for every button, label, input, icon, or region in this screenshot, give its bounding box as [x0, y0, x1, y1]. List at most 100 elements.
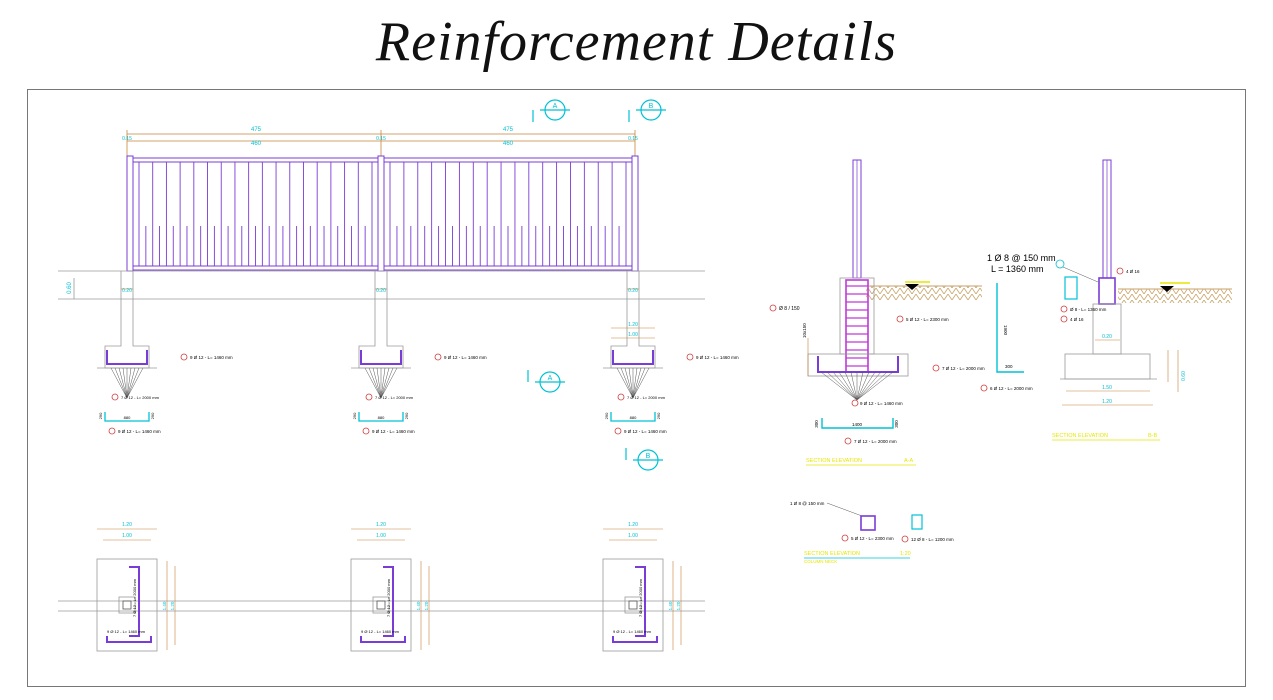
- fan-bar: [856, 371, 876, 401]
- plan-side-outer: 1.40: [162, 601, 167, 610]
- fan-bar: [838, 371, 858, 401]
- plan-dim-outer: 1.20: [376, 522, 386, 528]
- detail-stirrup-note: 1 Ø 8 @ 150 mm: [790, 501, 825, 506]
- hook-dim-mid: 1400: [852, 422, 863, 427]
- bar-top-label: 9 Ø 12 - L= 1460 mm: [696, 355, 739, 360]
- details-scale: 1:20: [900, 551, 911, 557]
- section-b-b: 1 Ø 8 @ 150 mm L = 1360 mm 4 Ø 16 Ø 8 - …: [987, 159, 1232, 441]
- bar-fan-label: 7 Ø 12 - L= 2000 mm: [121, 395, 160, 400]
- dim-total-2: 475: [503, 127, 514, 133]
- fan-bar: [856, 371, 888, 401]
- bar-top-label: 9 Ø 12 - L= 1460 mm: [444, 355, 487, 360]
- plan-bar-horizontal: 9 Ø 12 - L= 1460 mm: [361, 629, 400, 634]
- vert-dim-2: 300: [1005, 364, 1013, 369]
- plan-bar-horizontal: 9 Ø 12 - L= 1460 mm: [613, 629, 652, 634]
- hook-dim-left: 290: [98, 412, 103, 419]
- bar-details: 1 Ø 8 @ 150 mm 5 Ø 12 - L= 2300 mm 12 Ø …: [790, 501, 954, 564]
- section-a-marker: A: [553, 103, 558, 110]
- plan-bar-vertical: 7 Ø 12 - L= 2000 mm: [386, 578, 391, 617]
- bar-fan-label: 7 Ø 12 - L= 2000 mm: [375, 395, 414, 400]
- hook-dim-left: 300: [814, 420, 819, 428]
- detail-bar-small: 12 Ø 8 - L= 1200 mm: [911, 537, 954, 542]
- hook-dim-right: 300: [894, 420, 899, 428]
- bar-hook-label: 7 Ø 12 - L= 2000 mm: [854, 439, 897, 444]
- bar-bottom-label: 9 Ø 12 - L= 1460 mm: [624, 429, 667, 434]
- section-a-caption: SECTION ELEVATION: [806, 458, 862, 464]
- section-a-a: Ø 8 / 150 10x150 5 Ø 12 - L= 2300 mm 7 Ø…: [769, 159, 1033, 466]
- stirrup-title: 1 Ø 8 @ 150 mm: [987, 253, 1056, 263]
- neck-dim: 0.20: [376, 288, 386, 294]
- bar-bottom-label: 9 Ø 12 - L= 1460 mm: [372, 429, 415, 434]
- vert-dim: 1900: [1003, 325, 1008, 336]
- bar-fan-label: 7 Ø 12 - L= 2000 mm: [627, 395, 666, 400]
- dim-height: 0.60: [1181, 371, 1187, 381]
- bar-side-label: 6 Ø 12 - L= 2000 mm: [990, 386, 1033, 391]
- hook-dim-mid: 880: [378, 415, 385, 420]
- plan-side-outer: 1.40: [416, 601, 421, 610]
- bar-fan-label: 9 Ø 12 - L= 1460 mm: [860, 401, 903, 406]
- plan-bar-vertical: 7 Ø 12 - L= 2000 mm: [132, 578, 137, 617]
- plan-side-inner: 1.20: [676, 601, 681, 610]
- hook-dim-right: 290: [150, 412, 155, 419]
- dim-post-3: 0.15: [628, 136, 638, 142]
- fan-bar: [856, 371, 894, 401]
- footing-dim-outer: 1.20: [628, 322, 638, 328]
- bar-right-label: 7 Ø 12 - L= 2000 mm: [942, 366, 985, 371]
- plan-dim-inner: 1.00: [122, 533, 132, 539]
- details-caption: SECTION ELEVATION: [804, 551, 860, 557]
- hook-dim: 10x150: [802, 323, 807, 338]
- bar-col-label: 5 Ø 12 - L= 2300 mm: [906, 317, 949, 322]
- plan-dim-outer: 1.20: [122, 522, 132, 528]
- bar-a-label: 4 Ø 16: [1126, 269, 1140, 274]
- section-b-marker: B: [649, 103, 654, 110]
- fan-bar: [832, 371, 858, 401]
- hook-dim-mid: 880: [630, 415, 637, 420]
- bar-top-label: 9 Ø 12 - L= 1460 mm: [190, 355, 233, 360]
- drawing-frame: [27, 89, 1246, 687]
- footing-2: 0.20 9 Ø 12 - L= 1460 mm 7 Ø 12 - L= 2000 …: [351, 271, 487, 435]
- bar-c-label: 4 Ø 16: [1070, 317, 1084, 322]
- detail-bar-col: 5 Ø 12 - L= 2300 mm: [851, 536, 894, 541]
- fence-panels: [126, 155, 639, 272]
- page-title: Reinforcement Details: [375, 11, 898, 73]
- fan-bar: [856, 371, 870, 401]
- dim-clear-2: 460: [503, 141, 514, 147]
- hook-dim-mid: 880: [124, 415, 131, 420]
- dim-post-2: 0.15: [376, 136, 386, 142]
- section-a-marker-2: A: [548, 375, 553, 382]
- section-b-marker-2: B: [646, 453, 651, 460]
- fan-bar: [850, 371, 858, 401]
- bar-b-label: Ø 8 - L= 1360 mm: [1070, 307, 1107, 312]
- section-b-caption: SECTION ELEVATION: [1052, 433, 1108, 439]
- hook-dim-right: 290: [656, 412, 661, 419]
- fence-pickets: [138, 162, 627, 266]
- dim-clear-1: 460: [251, 141, 262, 147]
- hook-dim-left: 290: [604, 412, 609, 419]
- stirrup-label: Ø 8 / 150: [779, 306, 800, 312]
- bar-bottom-label: 9 Ø 12 - L= 1460 mm: [118, 429, 161, 434]
- grade-beam: [58, 270, 705, 300]
- hook-dim-right: 290: [404, 412, 409, 419]
- details-subcaption: COLUMN NECK: [804, 559, 837, 564]
- dim-total-1: 475: [251, 127, 262, 133]
- plan-bar-vertical: 7 Ø 12 - L= 2000 mm: [638, 578, 643, 617]
- fan-bar: [826, 371, 858, 401]
- footing-3: 0.209 Ø 12 - L= 1460 mm7 Ø 12 - L= 2000 …: [603, 271, 739, 435]
- dim-foot-inner: 1.20: [1102, 399, 1112, 405]
- section-markers: [527, 99, 666, 471]
- fan-bar: [856, 371, 882, 401]
- plan-bar-horizontal: 9 Ø 12 - L= 1460 mm: [107, 629, 146, 634]
- footing-dim-inner: 1.00: [628, 332, 638, 338]
- dim-post-1: 0.15: [122, 136, 132, 142]
- footing-1: 0.209 Ø 12 - L= 1460 mm7 Ø 12 - L= 2000 …: [97, 271, 233, 435]
- plan-side-outer: 1.40: [668, 601, 673, 610]
- plan-side-inner: 1.20: [170, 601, 175, 610]
- plan-dim-inner: 1.00: [628, 533, 638, 539]
- plan-dim-inner: 1.00: [376, 533, 386, 539]
- fan-bar: [844, 371, 858, 401]
